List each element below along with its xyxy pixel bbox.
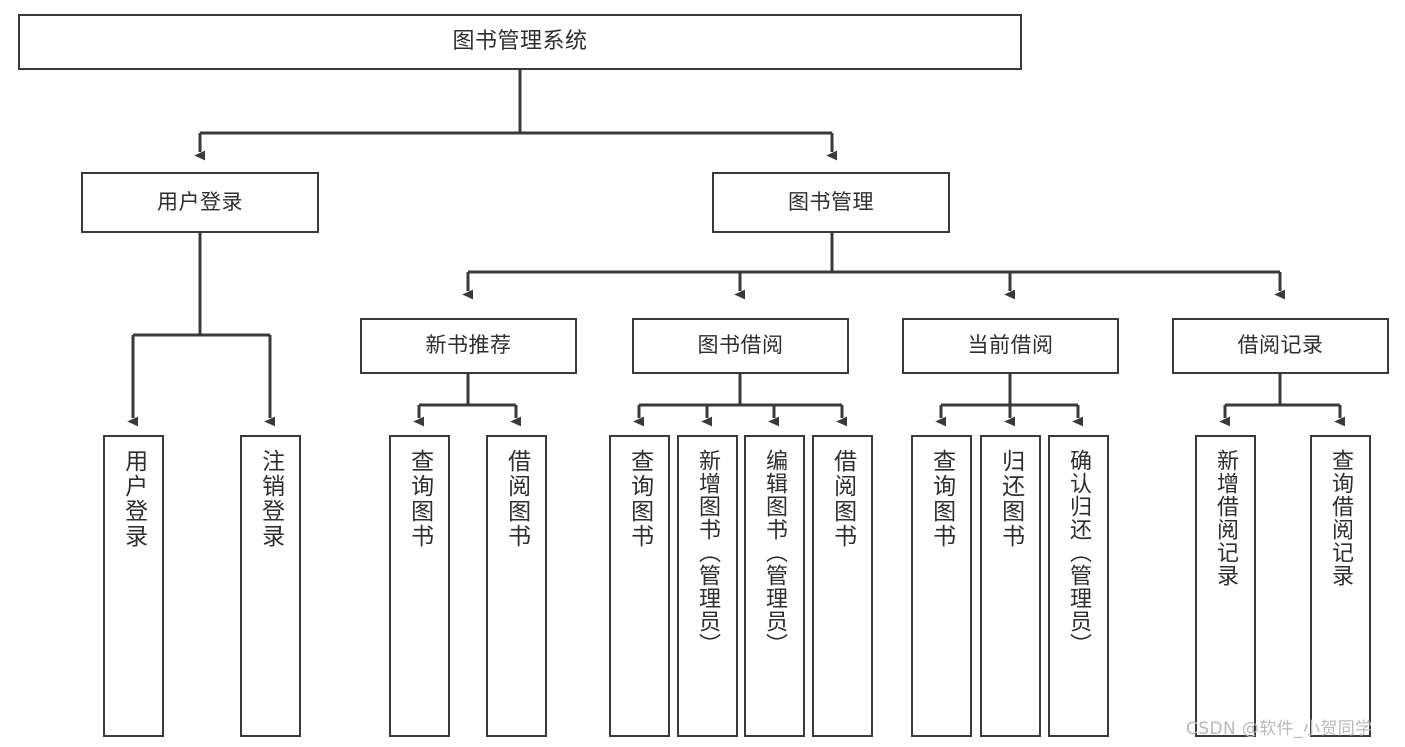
node-leaf-borrow-book-1[interactable]: 借阅图书: [486, 435, 547, 737]
node-leaf-query-book-2-label: 查询图书: [626, 449, 653, 549]
node-leaf-logout-login-label: 注销登录: [257, 449, 284, 549]
node-leaf-query-book-3[interactable]: 查询图书: [911, 435, 972, 737]
node-book-borrow-label: 图书借阅: [697, 333, 784, 358]
node-leaf-query-record[interactable]: 查询借阅记录: [1310, 435, 1371, 737]
node-leaf-add-record[interactable]: 新增借阅记录: [1195, 435, 1256, 737]
node-root[interactable]: 图书管理系统: [18, 14, 1022, 70]
node-leaf-return-book-label: 归还图书: [997, 449, 1024, 549]
node-root-label: 图书管理系统: [452, 28, 588, 54]
node-leaf-edit-book-label: 编辑图书（管理员）: [762, 449, 788, 656]
node-current-borrow-label: 当前借阅: [967, 333, 1054, 358]
node-leaf-edit-book[interactable]: 编辑图书（管理员）: [744, 435, 805, 737]
node-book-management[interactable]: 图书管理: [712, 172, 950, 233]
node-current-borrow[interactable]: 当前借阅: [902, 318, 1119, 374]
node-leaf-query-book-2[interactable]: 查询图书: [609, 435, 670, 737]
node-leaf-user-login-label: 用户登录: [120, 449, 147, 549]
node-user-login[interactable]: 用户登录: [81, 172, 319, 233]
node-book-borrow[interactable]: 图书借阅: [632, 318, 849, 374]
node-leaf-add-book[interactable]: 新增图书（管理员）: [677, 435, 738, 737]
node-leaf-user-login[interactable]: 用户登录: [103, 435, 164, 737]
node-book-management-label: 图书管理: [788, 189, 874, 214]
node-leaf-logout-login[interactable]: 注销登录: [240, 435, 301, 737]
node-leaf-borrow-book-2-label: 借阅图书: [829, 449, 856, 549]
node-user-login-label: 用户登录: [157, 189, 243, 214]
node-leaf-query-book-3-label: 查询图书: [928, 449, 955, 549]
node-leaf-query-book-1[interactable]: 查询图书: [389, 435, 450, 737]
node-leaf-borrow-book-1-label: 借阅图书: [503, 449, 530, 549]
node-new-book-recommend[interactable]: 新书推荐: [360, 318, 577, 374]
node-leaf-confirm-return[interactable]: 确认归还（管理员）: [1048, 435, 1109, 737]
node-leaf-query-book-1-label: 查询图书: [406, 449, 433, 549]
node-leaf-borrow-book-2[interactable]: 借阅图书: [812, 435, 873, 737]
node-leaf-query-record-label: 查询借阅记录: [1328, 449, 1354, 587]
node-borrow-record-label: 借阅记录: [1237, 333, 1324, 358]
node-leaf-confirm-return-label: 确认归还（管理员）: [1066, 449, 1092, 656]
node-new-book-recommend-label: 新书推荐: [425, 333, 512, 358]
node-leaf-return-book[interactable]: 归还图书: [980, 435, 1041, 737]
node-leaf-add-book-label: 新增图书（管理员）: [695, 449, 721, 656]
csdn-watermark: CSDN @软件_小贺同学: [1186, 719, 1373, 739]
node-borrow-record[interactable]: 借阅记录: [1172, 318, 1389, 374]
node-leaf-add-record-label: 新增借阅记录: [1213, 449, 1239, 587]
